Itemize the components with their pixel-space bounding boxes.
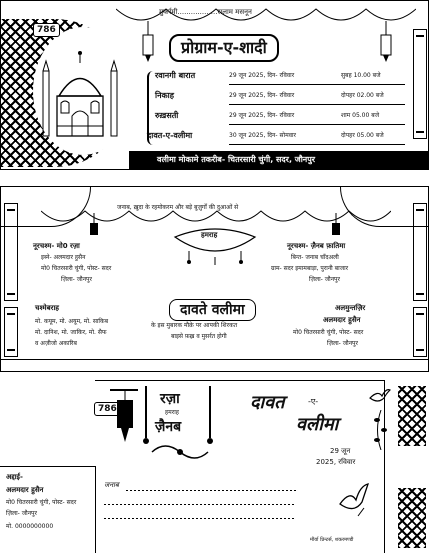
venue-text: वलीमा मोकामे तकरीब- चितरसारी चुंगी, सदर,…: [157, 155, 316, 164]
bride-district: ज़िला- जौनपुर: [309, 276, 340, 283]
event-date: 29 जून 2025, दिन- रविवार: [229, 92, 295, 99]
tassel-icon: [207, 386, 213, 444]
sender-district: ज़िला- जौनपुर: [6, 510, 37, 517]
crescent-cutout: [33, 27, 133, 155]
sender-phone: मो. 0000000000: [6, 523, 54, 530]
waiting-names-3: व अज़ीजो अकारिब: [35, 340, 77, 347]
sender-name: अलमदार हुसैन: [6, 486, 44, 494]
host-address: मो0 चितरसारी चुंगी, पोस्ट- सदर: [293, 329, 364, 336]
event-time: सुबह 10.00 बजे: [341, 72, 381, 79]
festoon-decoration: [116, 8, 416, 21]
with-text: हमराह: [165, 409, 179, 416]
lantern-icon: [332, 213, 340, 235]
emblem-text: हमराह: [201, 231, 218, 239]
blessing-line: जनाब, ख़ुदा के रहमोकरम और बड़े बुज़ुर्गो…: [117, 204, 239, 211]
corner-frame-right: [384, 380, 429, 553]
waiting-names-2: मो. दानिश, मो. जाकिर, मो. सैफ: [35, 329, 107, 336]
event-date: 30 जून 2025, दिन- सोमवार: [229, 132, 296, 139]
salutation: मुकर्रमी..................सलाम मसनून: [159, 8, 252, 16]
script-title-e: -ए-: [308, 397, 319, 406]
bride-parent: बिन्त- जनाब चाँदअली: [291, 254, 339, 261]
date-line-1: 29 जून: [330, 447, 351, 455]
janab-label: जनाब: [104, 481, 119, 489]
groom-district: ज़िला- जौनपुर: [61, 276, 92, 283]
event-name: दावत-ए-वलीमा: [147, 131, 193, 140]
lantern-icon: [110, 389, 138, 442]
address-line: [104, 518, 296, 519]
waiting-names-1: मो. कयूम, मो. अयूम, मो. साकिब: [35, 318, 109, 325]
dove-icon: [369, 389, 392, 402]
sender-address: मो0 चितरसारी चुंगी, पोस्ट- सदर: [6, 499, 77, 506]
bottom-border: [1, 359, 428, 360]
invite-line-1: के इस मुबारक मौक़े पर आपकी शिरकत: [151, 322, 238, 329]
badge-786: 786: [94, 402, 121, 416]
mosque-icon: [42, 51, 118, 137]
lantern-icon: [90, 213, 98, 235]
date-line-2: 2025, रविवार: [316, 458, 356, 466]
printer-credit: मौर्या प्रिन्टर्स, शकरमण्डी: [310, 537, 354, 543]
pillar-right-bottom: [413, 307, 427, 357]
address-line: [104, 504, 296, 505]
bracket-ornament: [147, 71, 155, 145]
groom-address: मो0 चितरसारी चुंगी, पोस्ट- सदर: [41, 265, 112, 272]
floral-branch-icon: [374, 410, 387, 450]
bride-label: नूरचश्म- ज़ैनब फ़ातिमा: [287, 242, 346, 250]
tassel-icon: [143, 386, 149, 444]
corner-lattice: [398, 488, 426, 548]
host-name: अलमदार हुसैन: [323, 316, 361, 324]
sender-title: अद्दाई-: [6, 473, 23, 481]
groom-name: रज़ा: [160, 391, 180, 407]
bride-name: ज़ैनब: [155, 419, 182, 435]
event-row: रवानगी बारात 29 जून 2025, दिन- रविवार सु…: [133, 69, 411, 87]
sender-top-border: [0, 466, 96, 467]
venue-bar: [129, 151, 428, 169]
floral-swirl-icon: [151, 445, 209, 459]
event-date: 29 जून 2025, दिन- रविवार: [229, 112, 295, 119]
top-border: [95, 380, 385, 381]
badge-786: 786: [33, 23, 60, 37]
lantern-icon: [380, 21, 392, 62]
invite-line-2: बाइसे फ़ख़्र व मुसर्रत होगी: [171, 333, 227, 340]
event-time: शाम 05.00 बजे: [341, 112, 380, 119]
event-time: दोपहर 02.00 बजे: [341, 92, 384, 99]
corner-lattice: [398, 386, 426, 446]
pillar-right: [413, 29, 427, 139]
event-row: रुख़सती 29 जून 2025, दिन- रविवार शाम 05.…: [133, 109, 411, 127]
host-district: ज़िला- जौनपुर: [327, 340, 358, 347]
event-date: 29 जून 2025, दिन- रविवार: [229, 72, 295, 79]
address-line: [126, 490, 296, 491]
chandelier-icon: [173, 228, 257, 265]
waiting-title: चश्मेबराह: [35, 304, 59, 312]
card-dawat-e-walima-inner: जनाब, ख़ुदा के रहमोकरम और बड़े बुज़ुर्गो…: [0, 186, 429, 372]
script-title-walima: वलीमा: [296, 414, 339, 435]
page-title: प्रोग्राम-ए-शादी: [169, 34, 279, 62]
groom-label: नूरचश्म- मो0 रज़ा: [33, 242, 80, 250]
pillar-left-bottom: [4, 307, 18, 357]
walima-heading: दावते वलीमा: [169, 299, 256, 321]
host-title: अलमुन्तज़िर: [335, 304, 366, 312]
bride-address: ग्राम- सदर इमामबाड़ा, पुरानी बाजार: [271, 265, 349, 272]
script-title-dawat: दावत: [250, 392, 285, 413]
event-name: रवानगी बारात: [155, 71, 196, 80]
event-row: निकाह 29 जून 2025, दिन- रविवार दोपहर 02.…: [133, 89, 411, 107]
event-time: दोपहर 05.00 बजे: [341, 132, 384, 139]
card-envelope: 786 रज़ा हमराह ज़ैनब दावत -ए- वलीमा 29 ज…: [0, 380, 429, 553]
event-name: निकाह: [155, 91, 174, 100]
groom-parent: इब्ने- अलमदार हुसैन: [41, 254, 86, 261]
doves-icon: [339, 483, 369, 517]
event-row: दावत-ए-वलीमा 30 जून 2025, दिन- सोमवार दो…: [133, 129, 411, 147]
event-name: रुख़सती: [155, 111, 179, 120]
lantern-icon: [142, 21, 154, 62]
sender-divider: [95, 466, 96, 553]
card-program-e-shadi: 786 मुकर्रमी..................सलाम मसनून…: [0, 0, 429, 170]
